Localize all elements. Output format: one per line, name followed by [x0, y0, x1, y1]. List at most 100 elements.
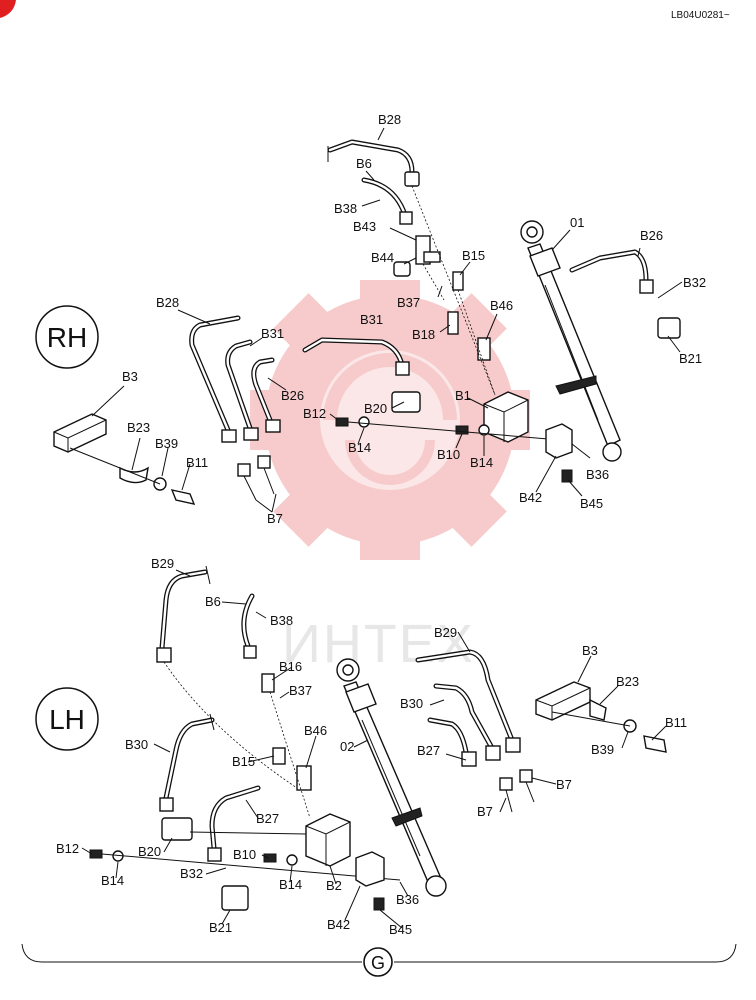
- rh-label-b12: B12: [303, 406, 326, 421]
- rh-cylinder-01: [520, 220, 622, 462]
- rh-label-b31b: B31: [261, 326, 284, 341]
- watermark-text: ИНТЕХ: [282, 614, 475, 674]
- lh-label-b30a: B30: [400, 696, 423, 711]
- rh-assembly: RH: [35, 127, 683, 513]
- lh-pipe-b29-left: [159, 569, 208, 651]
- rh-bracket: [555, 375, 597, 395]
- lh-adapter-b46: [296, 765, 312, 791]
- rh-label-b26a: B26: [640, 228, 663, 243]
- rh-clamp-b42: [545, 423, 573, 459]
- lh-label-b27b: B27: [256, 811, 279, 826]
- rh-label-b14a: B14: [348, 440, 371, 455]
- rh-hose-b6: [361, 177, 408, 218]
- rh-adapter-b46: [477, 337, 491, 361]
- rh-adapter-b18: [447, 311, 459, 335]
- rh-label-b45: B45: [580, 496, 603, 511]
- corner-marker: [0, 0, 16, 18]
- lh-badge: LH: [49, 704, 85, 735]
- rh-nut: [404, 171, 420, 187]
- rh-label-b39: B39: [155, 436, 178, 451]
- footer-circle: [363, 947, 393, 977]
- lh-bolt-b45: [373, 897, 385, 911]
- rh-bolt-b12: [335, 417, 349, 427]
- rh-labels: B28 B6 B38 B43 B44 B15 B37 B18 B46 01 B2…: [122, 112, 706, 526]
- lh-bolt-b10: [263, 853, 277, 863]
- lh-label-b39: B39: [591, 742, 614, 757]
- lh-assembly: LH: [35, 565, 667, 929]
- lh-bolt-b11: [643, 735, 667, 753]
- rh-elbow-b20: [391, 391, 421, 413]
- footer-bracket: G: [21, 943, 737, 977]
- rh-label-b44: B44: [371, 250, 394, 265]
- lh-elbow-b20: [161, 817, 193, 841]
- lh-cylinder-02: [336, 658, 447, 897]
- rh-label-b11: B11: [186, 455, 208, 470]
- lh-label-b12: B12: [56, 841, 79, 856]
- lh-label-b14b: B14: [279, 877, 302, 892]
- lh-badge-circle: [35, 687, 99, 751]
- lh-pipe-b27-left: [209, 785, 261, 851]
- lh-label-b42: B42: [327, 917, 350, 932]
- lh-label-b27a: B27: [417, 743, 440, 758]
- rh-badge-circle: [35, 305, 99, 369]
- rh-cap-b44: [393, 261, 411, 277]
- lh-label-b14a: B14: [101, 873, 124, 888]
- lh-label-02: 02: [340, 739, 354, 754]
- rh-label-b46: B46: [490, 298, 513, 313]
- lh-label-b10: B10: [233, 847, 256, 862]
- rh-label-b3: B3: [122, 369, 138, 384]
- rh-label-b42: B42: [519, 490, 542, 505]
- lh-label-b45: B45: [389, 922, 412, 937]
- rh-washer-b14b: [478, 424, 490, 436]
- rh-clamp-b3: [53, 413, 107, 453]
- lh-label-b7a: B7: [556, 777, 572, 792]
- lh-label-b3: B3: [582, 643, 598, 658]
- lh-fitting-b7a: [499, 777, 513, 791]
- lh-label-b23: B23: [616, 674, 639, 689]
- rh-label-b38: B38: [334, 201, 357, 216]
- lh-label-b16: B16: [279, 659, 302, 674]
- rh-label-b15: B15: [462, 248, 485, 263]
- rh-label-b18: B18: [412, 327, 435, 342]
- footer-letter: G: [371, 953, 385, 973]
- rh-label-b37: B37: [397, 295, 420, 310]
- rh-label-b23: B23: [127, 420, 150, 435]
- rh-label-b32: B32: [683, 275, 706, 290]
- rh-label-b26b: B26: [281, 388, 304, 403]
- rh-label-b10: B10: [437, 447, 460, 462]
- lh-label-b11: B11: [665, 715, 687, 730]
- rh-label-b43: B43: [353, 219, 376, 234]
- doc-code: LB04U0281~: [671, 10, 730, 21]
- lh-label-b20: B20: [138, 844, 161, 859]
- lh-label-b37: B37: [289, 683, 312, 698]
- lh-block-b2: [305, 813, 351, 867]
- lh-label-b2: B2: [326, 878, 342, 893]
- rh-label-b6: B6: [356, 156, 372, 171]
- rh-elbow-b21: [657, 317, 681, 339]
- rh-fitting-b15: [452, 271, 464, 291]
- rh-fitting-b7a: [237, 463, 251, 477]
- rh-label-b28b: B28: [156, 295, 179, 310]
- lh-fitting-b7b: [519, 769, 533, 783]
- rh-badge: RH: [47, 322, 87, 353]
- rh-label-b21: B21: [679, 351, 702, 366]
- lh-labels: B29 B6 B38 B16 B37 B29 B3 B23 B30 B11 B3…: [56, 556, 687, 937]
- lh-clip-b23: [589, 698, 607, 721]
- lh-label-b15: B15: [232, 754, 255, 769]
- rh-label-b14b: B14: [470, 455, 493, 470]
- lh-fitting-b16: [261, 673, 275, 693]
- rh-label-b36: B36: [586, 467, 609, 482]
- rh-washer-b14a: [358, 416, 370, 428]
- rh-label-b7: B7: [267, 511, 283, 526]
- lh-label-b29a: B29: [151, 556, 174, 571]
- lh-clamp-b42: [355, 851, 385, 887]
- lh-label-b46: B46: [304, 723, 327, 738]
- rh-bolt-b45: [561, 469, 573, 483]
- lh-bracket: [391, 807, 423, 827]
- rh-fitting-b7b: [257, 455, 271, 469]
- rh-label-b28a: B28: [378, 112, 401, 127]
- rh-bolt-b10: [455, 425, 469, 435]
- lh-label-b36: B36: [396, 892, 419, 907]
- lh-elbow-b21: [221, 885, 249, 911]
